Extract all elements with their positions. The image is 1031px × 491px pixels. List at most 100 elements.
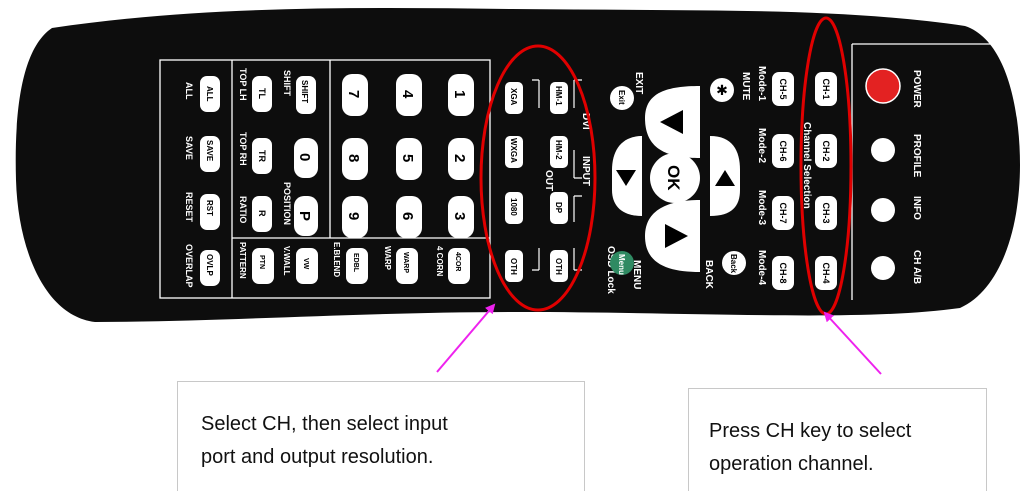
input-hm-1-text: HM-1 [554, 86, 563, 106]
top-lh-label: TOP LH [238, 68, 248, 101]
ch-4-text: CH-4 [821, 262, 831, 283]
ch-6-text: CH-6 [778, 140, 788, 161]
exit-label: EXIT [633, 72, 644, 94]
numpad-frame [159, 59, 491, 299]
input-dp-text: DP [554, 202, 563, 214]
ratio-label: RATIO [238, 196, 248, 223]
edbl-key[interactable]: EDBL [346, 248, 368, 284]
key-1[interactable]: 1 [448, 74, 474, 116]
out-wxga-key[interactable]: WXGA [505, 136, 523, 168]
warp-key[interactable]: WARP [396, 248, 418, 284]
key-1-text: 1 [451, 90, 468, 98]
menu-label: MENU [631, 260, 642, 289]
key-8-text: 8 [345, 154, 362, 162]
ptn-text: PTN [258, 255, 265, 269]
ch-2-key[interactable]: CH-2 [815, 134, 837, 168]
save-text: SAVE [205, 140, 214, 162]
vw-text: VW [302, 258, 309, 270]
r-key[interactable]: R [252, 196, 272, 232]
key-6-text: 6 [399, 212, 416, 220]
out-oth-text: OTH [509, 258, 518, 275]
left-pointer-arrow [436, 303, 496, 373]
out-xga-key[interactable]: XGA [505, 82, 523, 114]
key-4[interactable]: 4 [396, 74, 422, 116]
e-blend-label: E.BLEND [332, 242, 341, 277]
key-0[interactable]: 0 [294, 138, 318, 178]
out-xga-text: XGA [509, 88, 518, 106]
tr-key[interactable]: TR [252, 138, 272, 174]
rst-key[interactable]: RST [200, 194, 220, 230]
ch-3-key[interactable]: CH-3 [815, 196, 837, 230]
ch-1-key[interactable]: CH-1 [815, 72, 837, 106]
input-hm-1-key[interactable]: HM-1 [550, 82, 568, 114]
key-5-text: 5 [399, 154, 416, 162]
key-p-text: P [296, 211, 313, 221]
shift-key[interactable]: SHIFT [296, 76, 316, 114]
ch-ab-label: CH A/B [911, 250, 922, 284]
input-label: INPUT [580, 156, 591, 186]
mute-button[interactable]: ✱ [710, 78, 734, 102]
profile-button[interactable] [871, 138, 895, 162]
key-3[interactable]: 3 [448, 196, 474, 238]
left-arrow-icon [616, 170, 636, 186]
all-key[interactable]: ALL [200, 76, 220, 112]
key-p[interactable]: P [294, 196, 318, 236]
left-arrow-button[interactable] [612, 136, 642, 216]
key-7[interactable]: 7 [342, 74, 368, 116]
mode-1-label: Mode-1 [756, 66, 767, 101]
key-2-text: 2 [451, 154, 468, 162]
ok-button[interactable]: OK [650, 153, 700, 203]
ch-7-key[interactable]: CH-7 [772, 196, 794, 230]
4-corn-label: 4 CORN [435, 246, 444, 276]
ch-8-key[interactable]: CH-8 [772, 256, 794, 290]
save-key[interactable]: SAVE [200, 136, 220, 172]
ovlp-text: OVLP [205, 254, 214, 276]
key-6[interactable]: 6 [396, 196, 422, 238]
ch-4-key[interactable]: CH-4 [815, 256, 837, 290]
ch-6-key[interactable]: CH-6 [772, 134, 794, 168]
key-5[interactable]: 5 [396, 138, 422, 180]
ch-ab-button[interactable] [871, 256, 895, 280]
out-oth-key[interactable]: OTH [505, 250, 523, 282]
ok-text: OK [664, 165, 683, 191]
up-arrow-button[interactable] [645, 86, 700, 158]
key-8[interactable]: 8 [342, 138, 368, 180]
vw-key[interactable]: VW [296, 248, 318, 284]
r-text: R [257, 210, 267, 217]
info-button[interactable] [871, 198, 895, 222]
out-label: OUT [543, 170, 554, 191]
key-7-text: 7 [345, 90, 362, 98]
key-3-text: 3 [451, 212, 468, 220]
mode-3-label: Mode-3 [756, 190, 767, 225]
profile-label: PROFILE [911, 134, 922, 178]
input-hm-2-key[interactable]: HM-2 [550, 136, 568, 168]
input-oth-key[interactable]: OTH [550, 250, 568, 282]
exit-text: Exit [617, 90, 626, 105]
down-arrow-button[interactable] [645, 200, 700, 272]
top-rh-label: TOP RH [238, 132, 248, 166]
ch-5-key[interactable]: CH-5 [772, 72, 794, 106]
ch-2-text: CH-2 [821, 140, 831, 161]
menu-button[interactable]: Menu [610, 251, 634, 275]
input-dp-key[interactable]: DP [550, 192, 568, 224]
ptn-key[interactable]: PTN [252, 248, 274, 284]
callout-right-line-2: operation channel. [709, 453, 874, 475]
out-1080-key[interactable]: 1080 [505, 192, 523, 224]
key-9[interactable]: 9 [342, 196, 368, 238]
4cor-key[interactable]: 4COR [448, 248, 470, 284]
tl-key[interactable]: TL [252, 76, 272, 112]
ovlp-key[interactable]: OVLP [200, 250, 220, 286]
callout-left-line-1: Select CH, then select input [201, 413, 448, 435]
back-button[interactable]: Back [722, 251, 746, 275]
power-button[interactable] [865, 68, 901, 104]
exit-button[interactable]: Exit [610, 86, 634, 110]
4cor-text: 4COR [454, 252, 461, 271]
tr-text: TR [257, 150, 267, 162]
mode-4-label: Mode-4 [756, 250, 767, 285]
key-2[interactable]: 2 [448, 138, 474, 180]
right-arrow-button[interactable] [710, 136, 740, 216]
callout-left-line-2: port and output resolution. [201, 446, 434, 468]
rst-text: RST [205, 200, 214, 216]
dvi-label: DVI [580, 113, 591, 130]
